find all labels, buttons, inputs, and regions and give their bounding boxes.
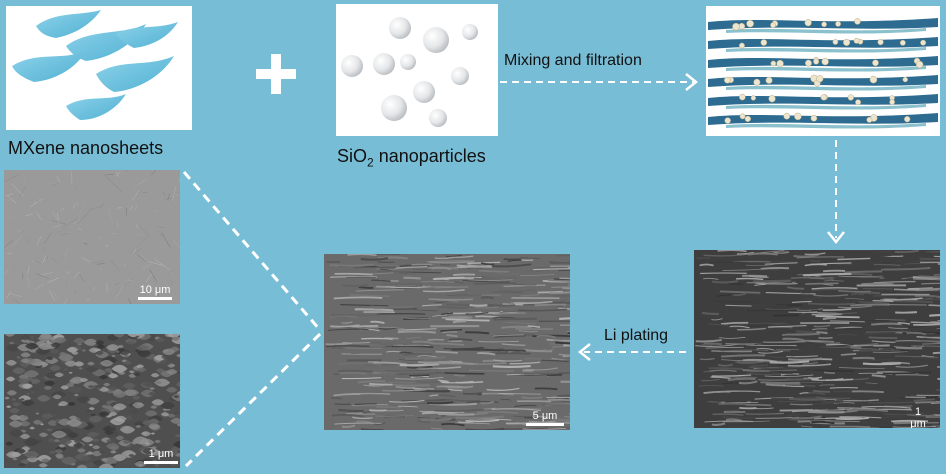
sem-image-surface-top: 10 μm <box>4 170 180 304</box>
arrowhead-right <box>685 73 699 91</box>
scale-bar-top-left: 10 μm <box>138 284 172 300</box>
arrowhead-left <box>577 343 591 361</box>
mxene-label: MXene nanosheets <box>8 138 164 158</box>
sio2-particles-illustration <box>341 17 478 127</box>
sem-image-cross-section-plated: 5 μm <box>324 254 570 430</box>
zoom-connector-lines <box>182 171 322 468</box>
sio2-label: SiO2 nanoparticles <box>337 146 486 170</box>
sem-image-cross-section-composite: 1 μm <box>694 250 940 428</box>
layered-stack-illustration <box>708 18 938 129</box>
mxene-nanosheets-panel <box>6 6 192 130</box>
scale-bar-center: 5 μm <box>526 410 564 426</box>
mxene-sheets-illustration <box>12 10 178 120</box>
arrowhead-down <box>827 231 845 245</box>
scale-bar-bottom-left: 1 μm <box>144 448 178 464</box>
li-plating-label: Li plating <box>604 327 669 344</box>
scale-bar-right: 1 μm <box>906 406 930 428</box>
mixing-filtration-label: Mixing and filtration <box>504 52 642 69</box>
plus-icon <box>254 52 298 96</box>
sem-image-surface-bottom: 1 μm <box>4 334 180 468</box>
sio2-nanoparticles-panel <box>336 4 498 136</box>
layered-composite-panel <box>706 6 940 136</box>
